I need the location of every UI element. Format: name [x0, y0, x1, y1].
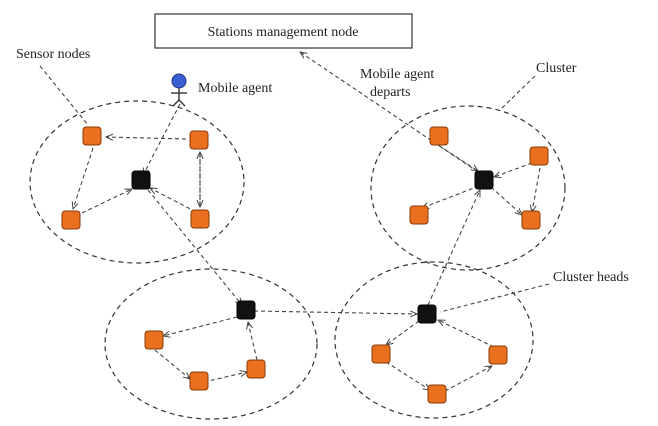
link — [163, 316, 238, 336]
link — [490, 186, 522, 215]
link — [300, 52, 479, 173]
cluster-head — [474, 170, 494, 190]
sensor-node — [371, 344, 391, 364]
agent-departs-label-line1: Mobile agent — [360, 67, 434, 82]
link — [147, 189, 242, 305]
cluster-heads-label: Cluster heads — [553, 270, 629, 285]
cluster-top-right — [370, 105, 566, 271]
link — [494, 162, 533, 177]
link — [532, 167, 541, 212]
cluster-top-left — [29, 100, 245, 264]
sensor-node — [246, 359, 266, 379]
cluster-heads — [131, 170, 494, 324]
cluster-pointer — [499, 75, 536, 111]
cluster-head — [131, 170, 151, 190]
sensor-node — [521, 210, 541, 230]
agent-departs-label-line2: departs — [370, 85, 410, 100]
station-label: Stations management node — [208, 25, 359, 40]
sensor-node — [409, 205, 429, 225]
sensor-node — [189, 130, 209, 150]
link — [444, 366, 492, 392]
link — [81, 189, 132, 214]
mobile-agent-icon — [171, 73, 187, 107]
cluster-head — [417, 304, 437, 324]
cluster-heads-pointer — [439, 283, 550, 313]
sensor-node — [189, 371, 209, 391]
sensor-node — [190, 209, 210, 229]
mobile-agent-label: Mobile agent — [198, 81, 272, 96]
link — [106, 137, 187, 139]
cluster-bottom-right — [334, 261, 534, 419]
link — [386, 320, 420, 345]
sensor-node — [529, 146, 549, 166]
sensor-nodes — [61, 126, 549, 404]
link — [422, 185, 480, 208]
link — [203, 372, 247, 383]
link — [143, 103, 181, 175]
station-management-node: Stations management node — [154, 13, 413, 49]
links — [73, 52, 541, 392]
link — [385, 361, 430, 390]
cluster-bottom-left — [104, 268, 318, 420]
link — [150, 188, 197, 213]
sensor-node — [82, 126, 102, 146]
link — [154, 349, 190, 379]
link — [427, 190, 480, 306]
cluster-label: Cluster — [536, 61, 577, 76]
sensor-node — [488, 345, 508, 365]
link — [248, 322, 258, 361]
link — [253, 311, 417, 314]
link — [438, 320, 495, 348]
sensor-node — [429, 126, 449, 146]
sensor-node — [61, 210, 81, 230]
sensor-nodes-label: Sensor nodes — [16, 47, 90, 62]
link — [73, 147, 94, 209]
sensor-node — [427, 384, 447, 404]
sensor-node — [144, 330, 164, 350]
cluster-head — [236, 300, 256, 320]
sensor-nodes-pointer — [39, 65, 89, 126]
